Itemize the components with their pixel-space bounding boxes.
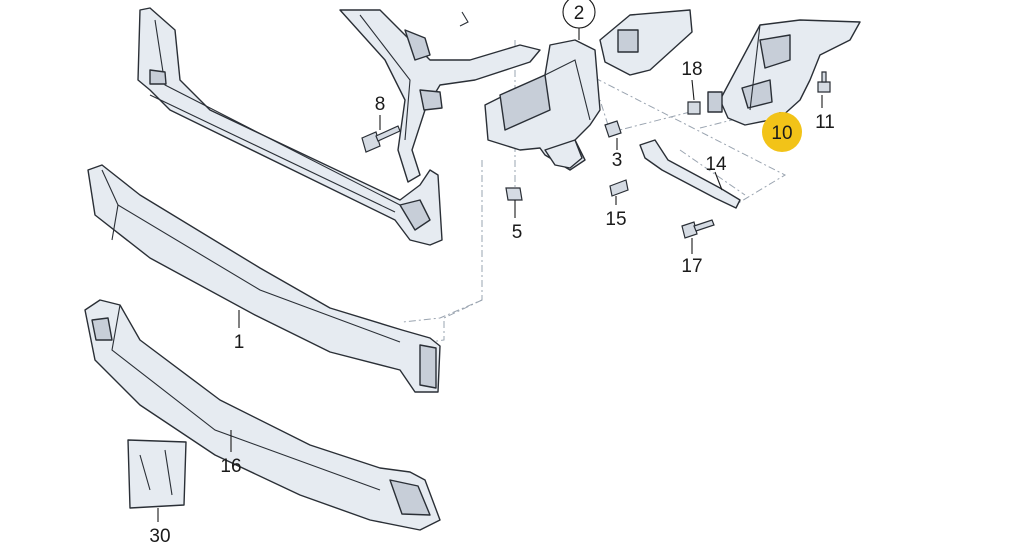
callout-5: 5 <box>512 222 523 243</box>
screw-part-8 <box>361 125 401 153</box>
highlight-marker-part-10 <box>762 112 802 152</box>
callout-17: 17 <box>681 256 702 277</box>
callout-11: 11 <box>815 112 835 133</box>
callout-labels: 1 2 3 5 8 10 11 14 15 16 17 18 30 <box>149 0 835 547</box>
callout-3: 3 <box>612 150 623 171</box>
callout-2: 2 <box>574 3 585 24</box>
callout-1: 1 <box>234 332 245 353</box>
bumper-beam-part-1 <box>87 164 441 393</box>
lock-carrier-frame <box>137 7 541 246</box>
clip-part-15 <box>609 179 629 197</box>
screw-part-11 <box>817 71 831 93</box>
bracket-assembly <box>484 9 693 171</box>
callout-lines <box>157 28 823 522</box>
strip-bracket-part-14 <box>639 139 741 209</box>
nut-part-5 <box>505 187 523 201</box>
nut-part-18 <box>687 101 701 115</box>
bag-part-30 <box>127 439 187 509</box>
callout-14: 14 <box>705 154 727 175</box>
energy-absorber-part-16 <box>84 299 441 531</box>
callout-10: 10 <box>771 123 792 144</box>
callout-16: 16 <box>220 456 241 477</box>
callout-30: 30 <box>149 526 170 547</box>
callout-circle-part-2 <box>562 0 596 29</box>
callout-18: 18 <box>681 59 702 80</box>
callout-15: 15 <box>605 209 626 230</box>
callout-8: 8 <box>375 94 386 115</box>
screw-part-3 <box>604 120 622 138</box>
screw-part-17 <box>681 219 715 239</box>
guide-bracket-part-10 <box>707 19 861 126</box>
